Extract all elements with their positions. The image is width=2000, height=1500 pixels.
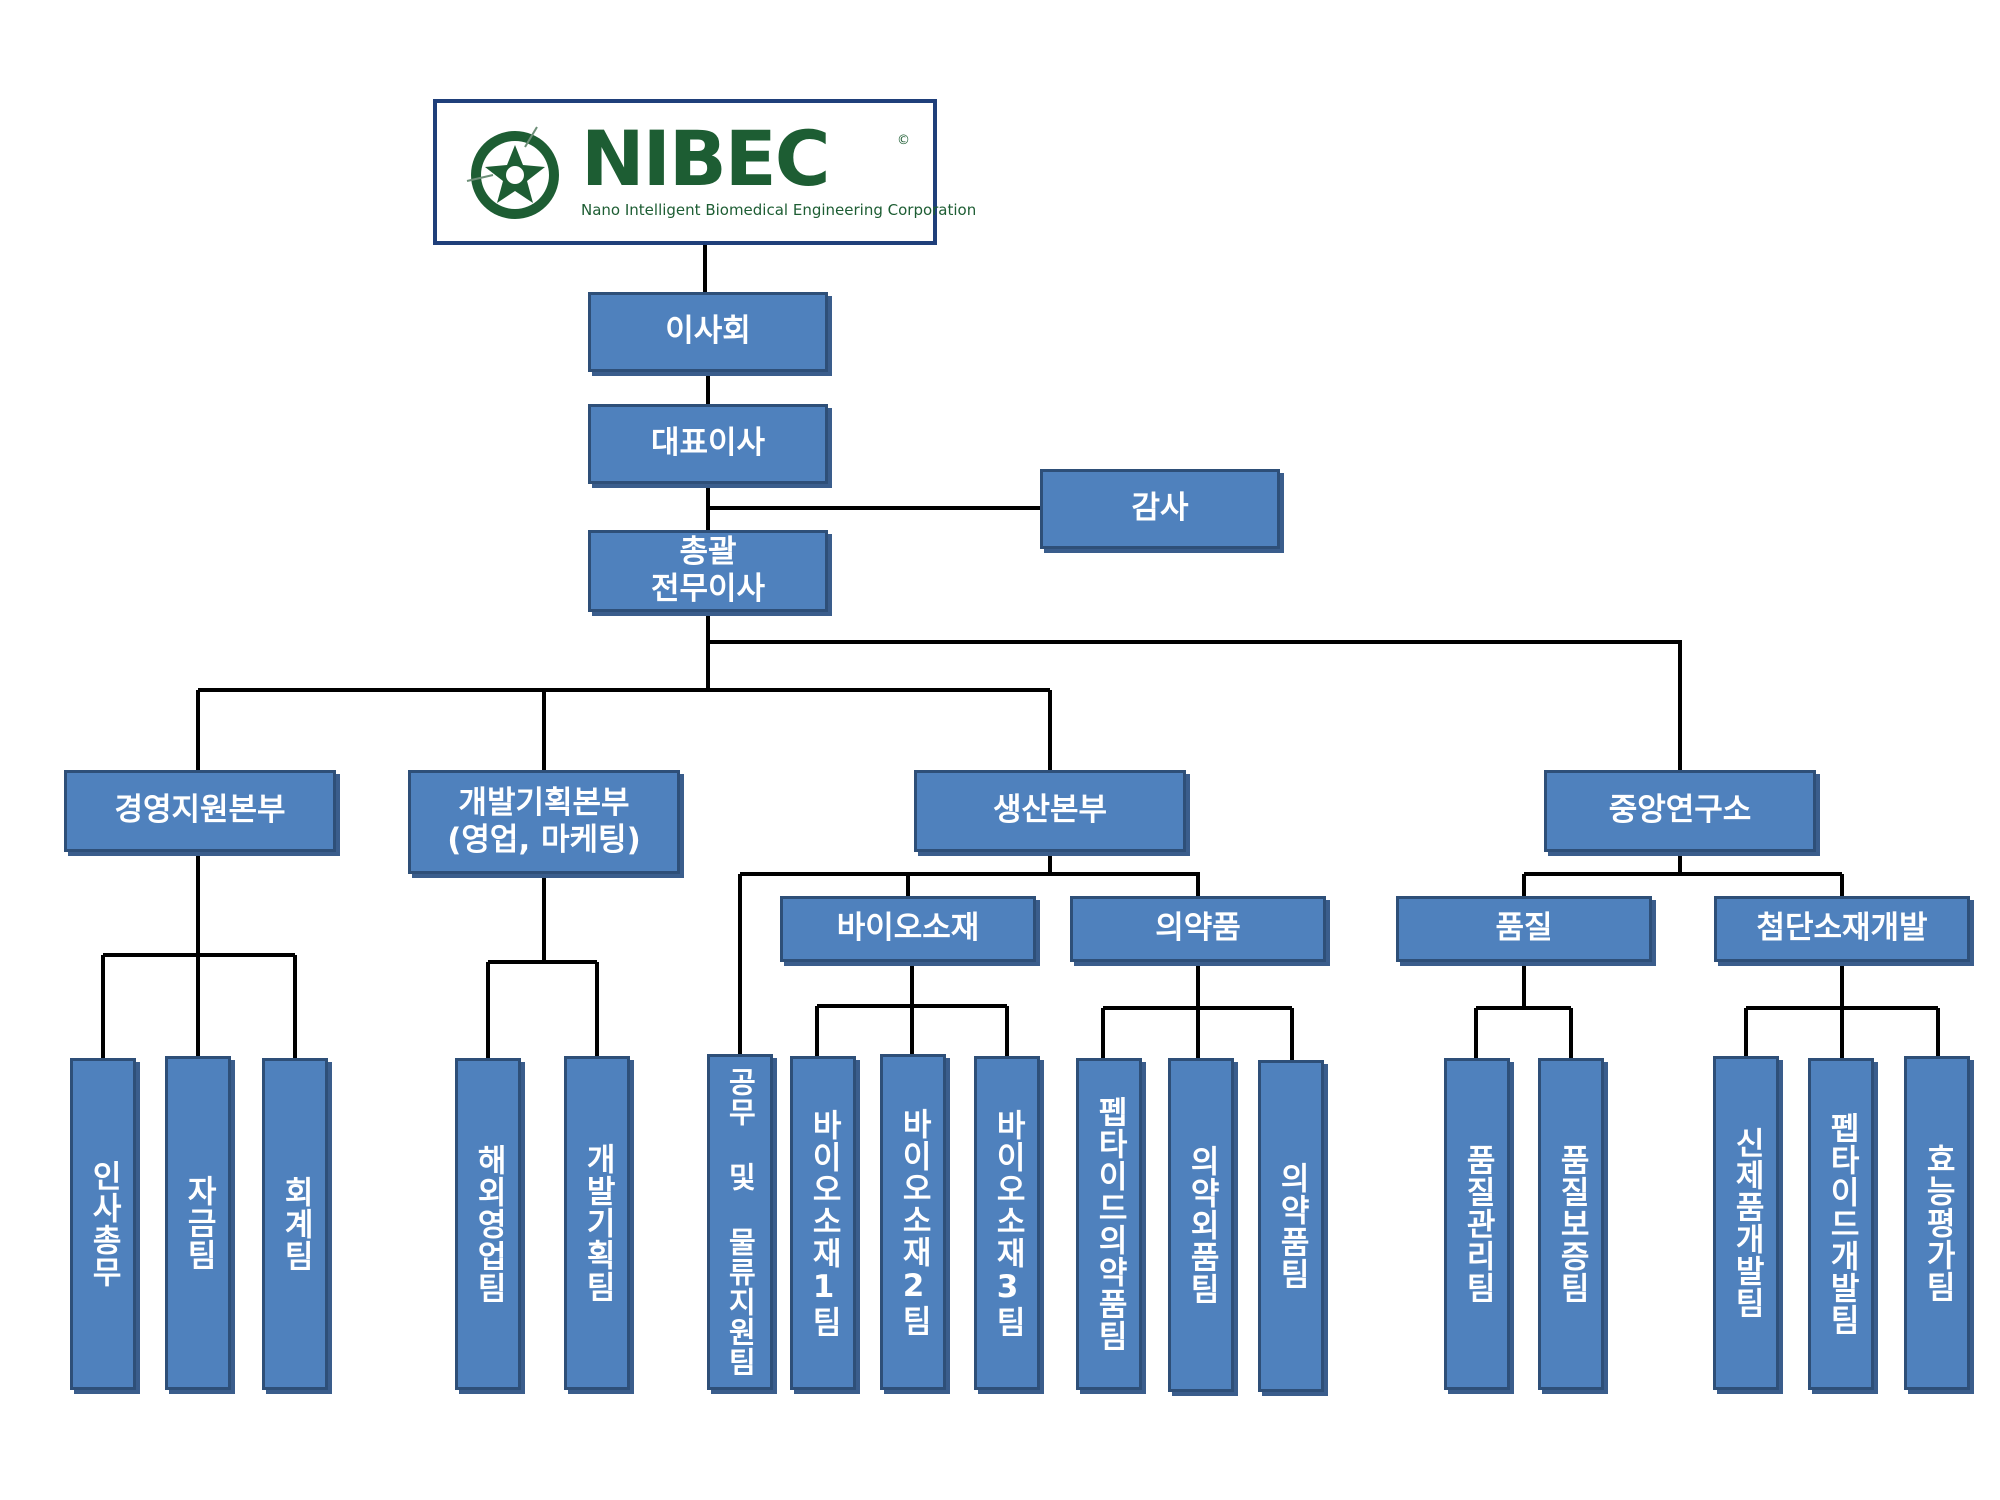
node-bio-material: 바이오소재 (780, 896, 1036, 962)
team-bio-material-1: 바이오소재1팀 (790, 1056, 856, 1390)
team-pharmaceutical: 의약품팀 (1258, 1060, 1324, 1392)
team-quality-control: 품질관리팀 (1444, 1058, 1510, 1390)
team-hr-general-affairs: 인사총무 (70, 1058, 136, 1390)
team-engineering-logistics: 공무 및 물류지원팀 (707, 1054, 773, 1390)
node-central-research: 중앙연구소 (1544, 770, 1816, 852)
node-quality: 품질 (1396, 896, 1652, 962)
logo-copyright-mark: © (897, 133, 910, 148)
team-new-product-development: 신제품개발팀 (1713, 1056, 1779, 1390)
company-logo: NIBEC © Nano Intelligent Biomedical Engi… (433, 99, 976, 245)
team-development-planning: 개발기획팀 (564, 1056, 630, 1390)
team-bio-material-3: 바이오소재3팀 (974, 1056, 1040, 1390)
node-management-support: 경영지원본부 (64, 770, 336, 852)
team-efficacy-evaluation: 효능평가팀 (1904, 1056, 1970, 1390)
node-auditor: 감사 (1040, 469, 1280, 549)
team-peptide-development: 펩타이드개발팀 (1808, 1058, 1874, 1390)
node-advanced-material: 첨단소재개발 (1714, 896, 1970, 962)
logo-subtitle: Nano Intelligent Biomedical Engineering … (581, 201, 977, 219)
node-board: 이사회 (588, 292, 828, 372)
node-production: 생산본부 (914, 770, 1186, 852)
node-pharmaceutical: 의약품 (1070, 896, 1326, 962)
team-quasi-drug: 의약외품팀 (1168, 1058, 1234, 1392)
team-peptide-pharmaceutical: 펩타이드의약품팀 (1076, 1058, 1142, 1390)
connector-research (708, 640, 1682, 770)
team-quality-assurance: 품질보증팀 (1538, 1058, 1604, 1390)
nibec-emblem-icon (466, 126, 559, 219)
team-bio-material-2: 바이오소재2팀 (880, 1054, 946, 1390)
node-development-planning: 개발기획본부 (영업, 마케팅) (408, 770, 680, 874)
node-general-manager: 총괄 전무이사 (588, 530, 828, 612)
node-ceo: 대표이사 (588, 404, 828, 484)
team-accounting: 회계팀 (262, 1058, 328, 1390)
team-finance: 자금팀 (165, 1056, 231, 1390)
team-overseas-sales: 해외영업팀 (455, 1058, 521, 1390)
logo-wordmark: NIBEC (581, 114, 831, 203)
